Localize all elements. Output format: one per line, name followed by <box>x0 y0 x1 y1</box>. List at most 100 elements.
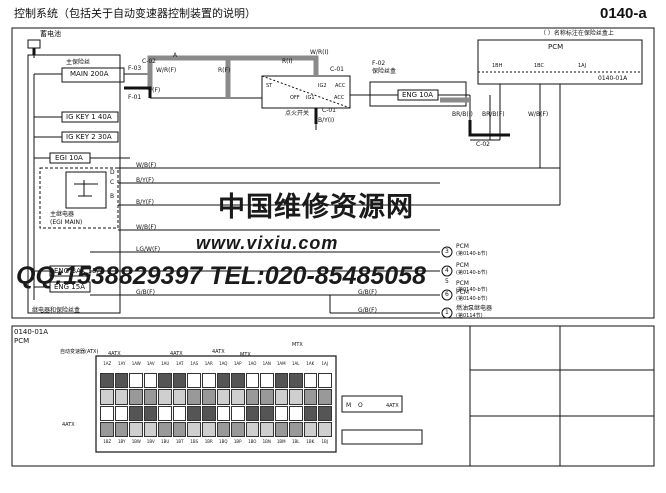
pin-cell <box>114 389 129 405</box>
pin-label-bot-1bs: 1BS <box>190 439 199 444</box>
pin-label-bot-1bq: 1BQ <box>219 439 228 444</box>
pin-cell <box>172 421 187 437</box>
pin-label-top-1ay: 1AY <box>118 361 126 366</box>
main-fuse-label: 主保险丝 <box>66 59 91 66</box>
pin-cell <box>216 405 231 421</box>
pcm-label: PCM <box>548 43 564 51</box>
pin-label-bot-1bv: 1BV <box>146 439 155 444</box>
fuse-egi: EGI 10A <box>55 154 83 162</box>
pin-cell <box>245 389 260 405</box>
pin-cell <box>129 389 143 405</box>
wire-r-i: R(I) <box>282 58 293 65</box>
pin-cell <box>100 389 114 405</box>
pin-cell <box>187 421 201 437</box>
wire-c01-bot: C-01 <box>322 107 336 114</box>
pcm-pin-1bc: 1BC <box>534 63 545 69</box>
pin-cell <box>143 389 158 405</box>
ref-label-1: 燃油泵继电器 <box>456 305 493 312</box>
ref-page-5: (第0140-b节) <box>456 287 488 293</box>
legend-4atx-right: 4ATX <box>386 403 399 409</box>
main-relay-label: 主继电器 <box>50 211 75 218</box>
pin-cell <box>129 405 143 421</box>
ref-page-4: (第0140-b节) <box>456 270 488 276</box>
pcm-code: 0140-01A <box>598 75 628 82</box>
legend-atx: 自动变速器(ATX) <box>60 349 99 355</box>
pin-cell <box>245 405 260 421</box>
pin-cell <box>172 405 187 421</box>
pin-cell <box>260 389 274 405</box>
pcm-pin-1bh: 1BH <box>492 63 503 69</box>
wire-b-y-i: B/Y(I) <box>318 117 335 124</box>
wire-w-r-i: W/R(I) <box>310 49 329 56</box>
page-code: 0140-a <box>600 5 647 22</box>
wire-g-b-f3: G/B(F) <box>358 307 377 314</box>
pin-cell <box>303 373 318 389</box>
pin-cell <box>231 405 245 421</box>
watermark-line2: www.vixiu.com <box>196 233 339 253</box>
ignition-pos-ig: IG1 <box>306 95 315 101</box>
ref-num-4: 4 <box>445 267 449 274</box>
wire-g-b-f2: G/B(F) <box>358 289 377 296</box>
pin-label-bot-1bo: 1BO <box>248 439 257 444</box>
side-label-m: M <box>346 402 352 409</box>
wire-c02-top: C-02 <box>142 58 156 65</box>
pin-cell <box>231 421 245 437</box>
ignition-switch-label: 点火开关 <box>285 110 310 117</box>
pin-cell <box>216 421 231 437</box>
legend-mtx-2: MTX <box>292 342 303 348</box>
pin-cell <box>260 405 274 421</box>
pin-cell <box>289 389 303 405</box>
pin-cell <box>289 421 303 437</box>
pin-cell <box>231 389 245 405</box>
pin-cell <box>158 373 172 389</box>
pin-cell <box>114 373 129 389</box>
pin-cell <box>201 405 216 421</box>
pin-label-bot-1bn: 1BN <box>262 439 271 444</box>
pin-label-bot-1bz: 1BZ <box>103 439 112 444</box>
legend-4atx-1: 4ATX <box>108 351 121 357</box>
ref-num-1: 1 <box>445 309 449 316</box>
legend-note: （ ）名称标注在保险丝盒上 <box>540 30 614 37</box>
watermark-line3: QQ:1538829397 TEL:020-85485058 <box>16 262 427 290</box>
fuse-eng-bak: ENG BAK 15A <box>54 267 102 275</box>
pin-cell <box>158 421 172 437</box>
pin-cell <box>260 421 274 437</box>
fuse-ig-key2: IG KEY 2 30A <box>66 133 112 141</box>
pin-cell <box>114 421 129 437</box>
wire-w-b-f: W/B(F) <box>136 162 157 169</box>
connector-name: PCM <box>14 337 30 345</box>
connector-code: 0140-01A <box>14 328 49 336</box>
pin-cell <box>187 373 201 389</box>
connector-f01: F-01 <box>128 94 142 101</box>
pin-cell <box>216 389 231 405</box>
main-relay-sublabel: (EGI MAIN) <box>50 219 83 226</box>
pin-cell <box>318 405 332 421</box>
pin-cell <box>129 421 143 437</box>
pin-label-bot-1bw: 1BW <box>131 439 141 444</box>
pin-cell <box>245 373 260 389</box>
ignition-pos-ig3: ACC <box>335 83 346 89</box>
legend-mtx-1: MTX <box>240 352 251 358</box>
connector-pin-grid <box>100 373 332 437</box>
wire-w-b-f-pcm: W/B(F) <box>528 111 549 118</box>
legend-4atx-3: 4ATX <box>212 349 225 355</box>
ignition-pos-st: ST <box>266 83 273 89</box>
pin-cell <box>187 405 201 421</box>
pin-cell <box>318 373 332 389</box>
watermark-line1: 中国维修资源网 <box>218 192 414 223</box>
pin-label-top-1ap: 1AP <box>233 361 242 366</box>
wire-r-f: R(F) <box>218 67 231 74</box>
connector-f03: F-03 <box>128 65 142 72</box>
pin-cell <box>143 373 158 389</box>
ref-page-3: (第0140-b节) <box>456 251 488 257</box>
pin-label-bot-1bu: 1BU <box>161 439 170 444</box>
pcm-pin-1aj: 1AJ <box>578 63 587 69</box>
pin-label-bot-1bl: 1BL <box>291 439 300 444</box>
ref-page-1: (第0114节) <box>456 313 483 319</box>
pin-cell <box>143 421 158 437</box>
wire-lg-w-f: LG/W(F) <box>136 246 161 253</box>
pin-label-bot-1br: 1BR <box>204 439 213 444</box>
